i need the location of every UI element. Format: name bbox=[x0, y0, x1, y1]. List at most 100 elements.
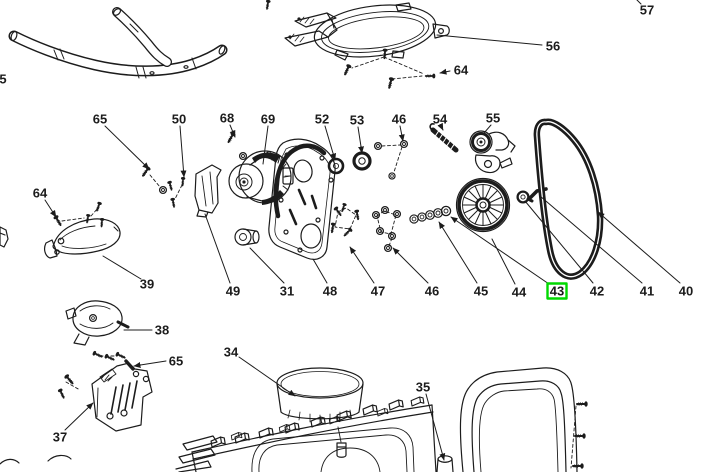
callout-41: 41 bbox=[539, 195, 654, 299]
callout-64: 64 bbox=[439, 63, 469, 78]
leader-line bbox=[438, 221, 478, 284]
leader-line bbox=[102, 255, 142, 280]
part-number-label[interactable]: 38 bbox=[155, 323, 169, 338]
leader-line bbox=[204, 213, 231, 284]
part-number-label[interactable]: 46 bbox=[425, 284, 439, 299]
part-pulley-44 bbox=[455, 177, 511, 233]
fasteners-64-left bbox=[51, 200, 106, 228]
bottom-left-fragments bbox=[0, 454, 72, 465]
callout-68: 68 bbox=[220, 111, 236, 138]
callout-53: 53 bbox=[350, 113, 364, 154]
part-number-label[interactable]: 64 bbox=[33, 186, 48, 201]
leader-line bbox=[437, 122, 444, 131]
part-number-label[interactable]: 53 bbox=[350, 113, 364, 128]
leader-line bbox=[238, 356, 296, 397]
fasteners-65-mid bbox=[139, 164, 168, 195]
callout-57: 57 bbox=[636, 0, 654, 18]
part-belt-40 bbox=[533, 118, 604, 280]
leader-line bbox=[44, 199, 57, 218]
part-number-label[interactable]: 48 bbox=[323, 284, 337, 299]
leader-line bbox=[597, 211, 681, 284]
part-number-label[interactable]: 47 bbox=[371, 284, 385, 299]
part-washer-42 bbox=[516, 190, 530, 204]
part-spacer bbox=[234, 228, 260, 246]
callout-43-highlighted: 43 bbox=[450, 216, 568, 300]
part-number-label[interactable]: 68 bbox=[220, 111, 234, 126]
part-number-label[interactable]: 40 bbox=[679, 284, 693, 299]
leader-line bbox=[324, 125, 337, 161]
callout-39: 39 bbox=[102, 255, 154, 292]
leader-line bbox=[229, 124, 236, 138]
part-number-label[interactable]: 64 bbox=[454, 63, 469, 78]
part-bumper-35 bbox=[436, 455, 454, 472]
part-number-label[interactable]: 41 bbox=[640, 284, 654, 299]
callout-35: 35 bbox=[416, 380, 446, 461]
leader-line bbox=[349, 246, 375, 284]
part-mount-bracket-37 bbox=[91, 359, 153, 432]
leader-line bbox=[439, 68, 451, 75]
callout-56: 56 bbox=[436, 34, 560, 54]
leader-line bbox=[64, 402, 94, 431]
part-number-label[interactable]: 5 bbox=[0, 72, 7, 87]
part-gearbox-housing-34 bbox=[175, 367, 437, 472]
part-number-label[interactable]: 57 bbox=[640, 3, 654, 18]
part-motor-bracket bbox=[194, 164, 222, 218]
part-number-label[interactable]: 44 bbox=[512, 285, 527, 300]
fasteners-belt-guard bbox=[570, 400, 589, 470]
callout-46: 46 bbox=[392, 112, 406, 142]
fasteners-46-bottom bbox=[371, 205, 402, 253]
fasteners-47 bbox=[328, 201, 362, 239]
part-number-label[interactable]: 65 bbox=[169, 354, 183, 369]
part-number-label[interactable]: 50 bbox=[172, 112, 186, 127]
callout-48: 48 bbox=[312, 258, 337, 299]
part-left-edge-fragment bbox=[0, 226, 9, 248]
callout-52: 52 bbox=[315, 112, 337, 161]
part-cover-39 bbox=[44, 218, 121, 259]
callout-37: 37 bbox=[53, 402, 94, 445]
part-number-label[interactable]: 43 bbox=[550, 284, 564, 299]
part-number-label[interactable]: 34 bbox=[224, 345, 239, 360]
part-tensioner-55 bbox=[469, 130, 516, 174]
callout-31: 31 bbox=[249, 247, 294, 299]
fasteners-64-top bbox=[341, 47, 437, 90]
part-washer-stack-45 bbox=[409, 208, 443, 224]
leader-line bbox=[249, 247, 285, 284]
part-bracket-38 bbox=[65, 300, 130, 346]
callout-50: 50 bbox=[172, 112, 187, 178]
callout-45: 45 bbox=[438, 221, 488, 299]
part-number-label[interactable]: 69 bbox=[261, 112, 275, 127]
leader-line bbox=[483, 124, 492, 134]
leader-line bbox=[436, 34, 543, 46]
part-number-label[interactable]: 45 bbox=[474, 284, 488, 299]
fasteners-46-top bbox=[373, 139, 409, 180]
part-number-label[interactable]: 39 bbox=[140, 277, 154, 292]
highlight-box bbox=[546, 282, 568, 300]
part-number-label[interactable]: 37 bbox=[53, 430, 67, 445]
callout-49: 49 bbox=[204, 213, 240, 299]
part-number-label[interactable]: 46 bbox=[392, 112, 406, 127]
callout-42: 42 bbox=[524, 200, 604, 299]
part-spring-54 bbox=[429, 123, 459, 153]
part-number-label[interactable]: 56 bbox=[546, 39, 560, 54]
callout-38: 38 bbox=[123, 323, 169, 338]
leader-line bbox=[357, 126, 364, 154]
callout-64: 64 bbox=[33, 186, 57, 218]
part-number-label[interactable]: 49 bbox=[226, 284, 240, 299]
leader-line bbox=[392, 247, 429, 284]
callout-34: 34 bbox=[224, 345, 296, 397]
leader-line bbox=[104, 125, 150, 170]
leader-line bbox=[524, 200, 594, 284]
part-number-label[interactable]: 31 bbox=[280, 284, 294, 299]
part-number-label[interactable]: 55 bbox=[486, 111, 500, 126]
part-number-label[interactable]: 54 bbox=[433, 112, 448, 127]
part-number-label[interactable]: 52 bbox=[315, 112, 329, 127]
callout-46: 46 bbox=[392, 247, 439, 299]
leader-line bbox=[133, 360, 167, 368]
callout-69: 69 bbox=[261, 112, 275, 165]
fastener-68 bbox=[225, 130, 248, 161]
callout-65: 65 bbox=[93, 112, 150, 170]
part-number-label[interactable]: 35 bbox=[416, 380, 430, 395]
part-number-label[interactable]: 42 bbox=[590, 284, 604, 299]
part-number-label[interactable]: 65 bbox=[93, 112, 107, 127]
